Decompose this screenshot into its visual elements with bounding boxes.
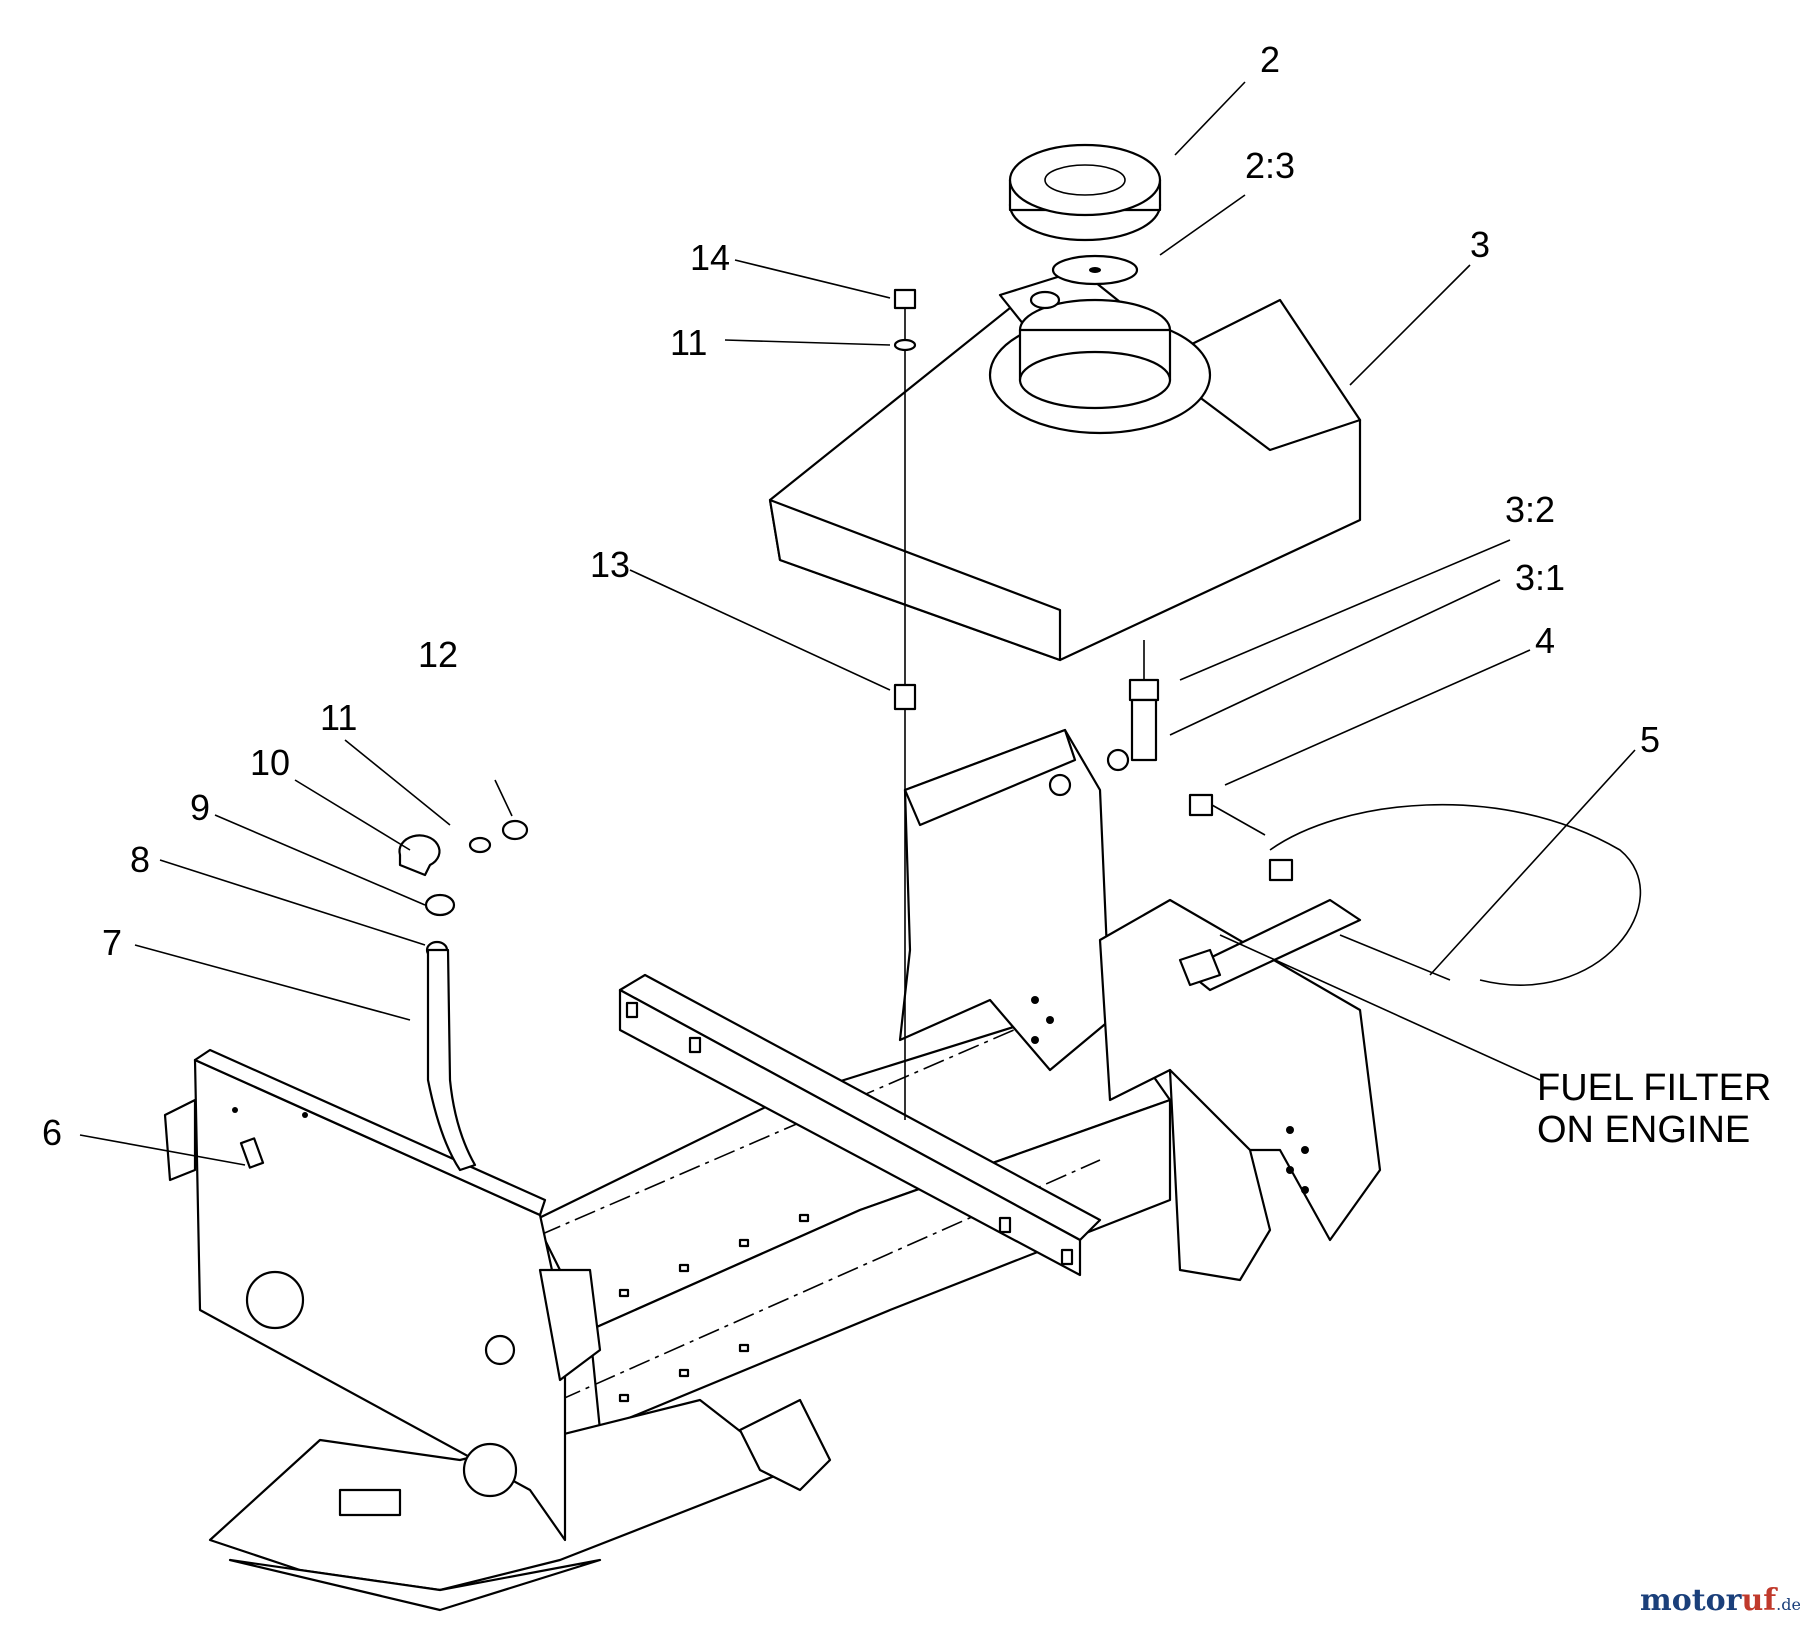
leader-lines [79,81,1636,1166]
fuel-tank [768,268,1362,662]
callout-2-3: 2:3 [1245,145,1295,186]
callout-11-top: 11 [670,322,707,363]
cross-bar [618,973,1102,1277]
callout-12: 12 [418,634,458,675]
tank-support-bracket [898,728,1382,1282]
callout-13: 13 [590,544,630,585]
callout-labels: 2 2:3 3 14 11 13 3:2 3:1 4 5 12 11 10 9 … [42,39,1660,1153]
front-shield [163,1048,602,1542]
note-line-1: FUEL FILTER [1537,1067,1771,1109]
cap-gasket [1051,254,1139,286]
fuel-cap [1008,143,1162,242]
callout-8: 8 [130,839,150,880]
callout-10: 10 [250,742,290,783]
fuel-line [1178,793,1642,987]
watermark-logo: motoruf.de [1640,1583,1800,1618]
callout-9: 9 [190,787,210,828]
callout-6: 6 [42,1112,62,1153]
fuel-filter-note: FUEL FILTER ON ENGINE [1537,1067,1771,1151]
tank-mount-hardware [893,288,917,1120]
callout-3-1: 3:1 [1515,557,1565,598]
watermark-tld: .de [1776,1595,1800,1614]
vent-hose-assembly [232,819,529,1172]
watermark-accent: uf [1741,1583,1778,1618]
note-line-2: ON ENGINE [1537,1109,1750,1151]
callout-2: 2 [1260,39,1280,80]
fuel-shutoff-valve [1106,640,1160,772]
svg-text:motoruf.de: motoruf.de [1640,1583,1800,1618]
callout-3-2: 3:2 [1505,489,1555,530]
rail-holes [618,1213,810,1403]
callout-5: 5 [1640,719,1660,760]
callout-4: 4 [1535,620,1555,661]
callout-7: 7 [102,922,122,963]
callout-14: 14 [690,237,730,278]
watermark-main: motor [1640,1583,1743,1618]
callout-11-left: 11 [320,697,357,738]
callout-3: 3 [1470,224,1490,265]
